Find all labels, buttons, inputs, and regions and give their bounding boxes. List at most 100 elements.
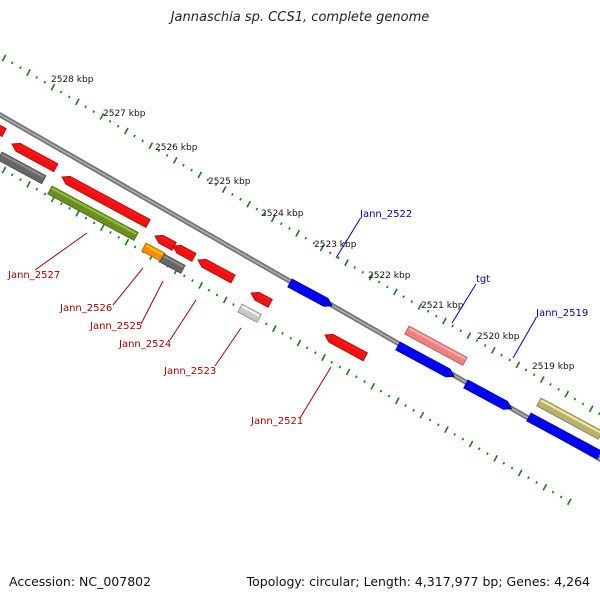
scale-minor-tick (502, 461, 506, 465)
scale-minor-tick (559, 495, 563, 499)
scale-minor-tick (59, 90, 63, 94)
gene-bar-shine (163, 255, 184, 268)
scale-minor-tick (43, 80, 47, 84)
accession-text: Accession: NC_007802 (9, 574, 152, 589)
gene-label: Jann_2524 (118, 339, 171, 350)
gene-label: Jann_2527 (7, 270, 60, 281)
scale-minor-tick (182, 274, 186, 278)
scale-major-tick (466, 332, 472, 340)
scale-major-tick (321, 354, 326, 361)
scale-minor-tick (84, 216, 88, 220)
scale-major-tick (124, 238, 130, 246)
scale-major-tick (272, 325, 277, 333)
scale-minor-tick (165, 153, 169, 157)
gene-bar-shine (145, 244, 165, 256)
gene-bar-shine (467, 381, 507, 404)
gene-bar-lightgrey (237, 303, 262, 323)
scale-minor-tick (10, 173, 14, 177)
scale-minor-tick (280, 222, 283, 226)
kbp-tick-label: 2522 kbp (368, 271, 411, 281)
gene-label: tgt (476, 274, 490, 285)
scale-minor-tick (404, 404, 407, 407)
scale-minor-tick (43, 192, 47, 196)
gene-bar-blue-2 (463, 379, 513, 410)
scale-minor-tick (451, 324, 454, 328)
gene-bar-red-small-2 (172, 244, 197, 262)
gene-label: Jann_2525 (89, 321, 142, 332)
kbp-tick-label: 2523 kbp (314, 240, 357, 250)
scale-minor-tick (557, 387, 560, 391)
gene-label: Jann_2519 (535, 308, 588, 319)
gene-bar-blue-jann-2519 (526, 412, 600, 460)
scale-minor-tick (353, 266, 356, 269)
scale-minor-tick (508, 358, 511, 362)
gene-bar-red (11, 142, 59, 173)
gene-bar-red-small (154, 234, 177, 251)
gene-bar-shine (540, 399, 600, 434)
scale-minor-tick (190, 168, 193, 172)
gene-bar-red-long (61, 175, 151, 229)
scale-minor-tick (288, 227, 291, 230)
gene-leader-line (512, 317, 537, 359)
scale-minor-tick (84, 105, 87, 109)
gene-bar-body (250, 291, 273, 308)
scale-minor-tick (19, 66, 22, 70)
scale-major-tick (345, 368, 351, 376)
scale-major-tick (370, 382, 376, 390)
feature-layer (0, 121, 600, 460)
gene-bar-body (159, 253, 186, 274)
kbp-tick-label: 2521 kbp (421, 301, 464, 311)
scale-major-tick (99, 224, 105, 232)
scale-major-tick (468, 440, 474, 448)
outer-scale-track (1, 54, 600, 416)
gene-bar-shine (205, 260, 234, 278)
scale-minor-tick (239, 197, 242, 201)
scale-minor-tick (312, 241, 316, 245)
scale-major-tick (246, 200, 252, 208)
gene-bar-blue-1 (395, 341, 455, 378)
scale-minor-tick (535, 481, 538, 484)
scale-minor-tick (402, 295, 405, 299)
gene-bar-body (0, 121, 7, 138)
scale-minor-tick (475, 339, 479, 342)
kbp-tick-label: 2527 kbp (103, 109, 146, 119)
scale-minor-tick (532, 373, 536, 377)
kbp-tick-label: 2528 kbp (51, 75, 94, 85)
scale-minor-tick (598, 412, 600, 416)
gene-leader-line (112, 267, 144, 306)
scale-minor-tick (410, 300, 414, 304)
scale-major-tick (197, 171, 203, 179)
scale-minor-tick (157, 149, 161, 152)
scale-minor-tick (255, 207, 259, 211)
scale-major-tick (99, 112, 105, 120)
scale-major-tick (442, 317, 447, 325)
scale-minor-tick (35, 76, 38, 79)
scale-major-tick (172, 156, 178, 164)
gene-bar-shine (1, 153, 45, 179)
scale-minor-tick (117, 235, 120, 239)
scale-major-tick (419, 411, 425, 419)
scale-minor-tick (207, 288, 211, 292)
scale-minor-tick (355, 375, 358, 379)
gene-bar-body (47, 185, 139, 242)
scale-minor-tick (573, 397, 577, 401)
gene-bar-body (172, 244, 197, 262)
gene-bar-red-jann-2524 (197, 258, 236, 284)
genome-info-text: Topology: circular; Length: 4,317,977 bp… (246, 574, 590, 589)
scale-minor-tick (19, 178, 22, 182)
gene-leader-line (169, 299, 197, 341)
scale-minor-tick (60, 202, 63, 206)
gene-leader-line (335, 218, 361, 259)
scale-minor-tick (459, 329, 463, 333)
scale-minor-tick (412, 408, 415, 412)
gene-bar-shine (19, 144, 57, 167)
scale-major-tick (517, 469, 523, 477)
gene-bar-grey-jann-2525 (159, 253, 186, 274)
scale-minor-tick (337, 256, 340, 260)
gene-leader-line (451, 283, 477, 324)
scale-major-tick (417, 302, 423, 310)
scale-major-tick (564, 390, 570, 398)
scale-major-tick (198, 281, 204, 289)
scale-major-tick (222, 296, 228, 304)
